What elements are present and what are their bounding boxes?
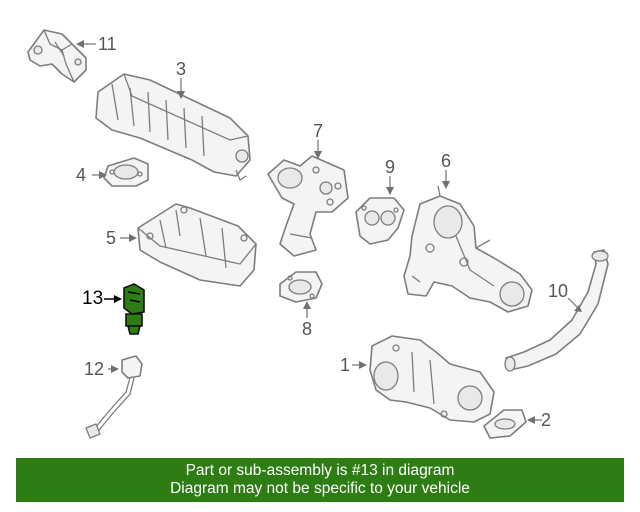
info-banner: Part or sub-assembly is #13 in diagram D…: [16, 458, 624, 502]
callout-10: 10: [548, 281, 569, 301]
leader-4: [92, 171, 107, 179]
banner-line-1: Part or sub-assembly is #13 in diagram: [185, 462, 455, 479]
leader-1: [352, 361, 367, 369]
callout-12: 12: [84, 359, 105, 379]
part-8-gasket[interactable]: [279, 271, 323, 303]
callout-2: 2: [541, 410, 552, 430]
callout-7: 7: [313, 121, 324, 141]
part-9-gasket[interactable]: [355, 197, 405, 245]
leader-6: [442, 170, 450, 189]
callout-3: 3: [176, 59, 187, 79]
leader-11: [76, 40, 96, 48]
callout-6: 6: [441, 151, 452, 171]
part-2-gasket[interactable]: [483, 409, 527, 439]
parts-diagram: [27, 29, 609, 439]
part-1-egr-unit[interactable]: [369, 335, 495, 423]
leader-12: [108, 365, 119, 373]
part-7-elbow[interactable]: [267, 155, 349, 257]
banner-line-2: Diagram may not be specific to your vehi…: [170, 480, 470, 497]
part-5-bracket[interactable]: [137, 203, 257, 287]
part-10-pipe[interactable]: [504, 249, 609, 372]
leader-13: [104, 295, 122, 303]
callout-9: 9: [385, 157, 396, 177]
callout-11: 11: [98, 34, 117, 54]
leader-5: [120, 234, 137, 242]
part-6-egr-valve[interactable]: [403, 185, 533, 313]
part-12-sensor[interactable]: [85, 355, 143, 439]
leader-10: [567, 297, 582, 312]
part-3-egr-cooler[interactable]: [95, 73, 251, 181]
leader-3: [177, 78, 185, 99]
callout-5: 5: [106, 228, 117, 248]
part-4-gasket[interactable]: [103, 157, 149, 187]
leader-9: [386, 176, 394, 195]
callout-8: 8: [302, 319, 313, 339]
callout-13: 13: [82, 288, 104, 309]
leader-2: [527, 416, 542, 424]
part-11-sensor[interactable]: [27, 29, 87, 83]
leader-8: [303, 301, 311, 318]
part-13-pressure-sensor[interactable]: [123, 283, 145, 335]
leader-7: [314, 140, 322, 159]
callout-1: 1: [340, 355, 351, 375]
callout-4: 4: [76, 165, 87, 185]
